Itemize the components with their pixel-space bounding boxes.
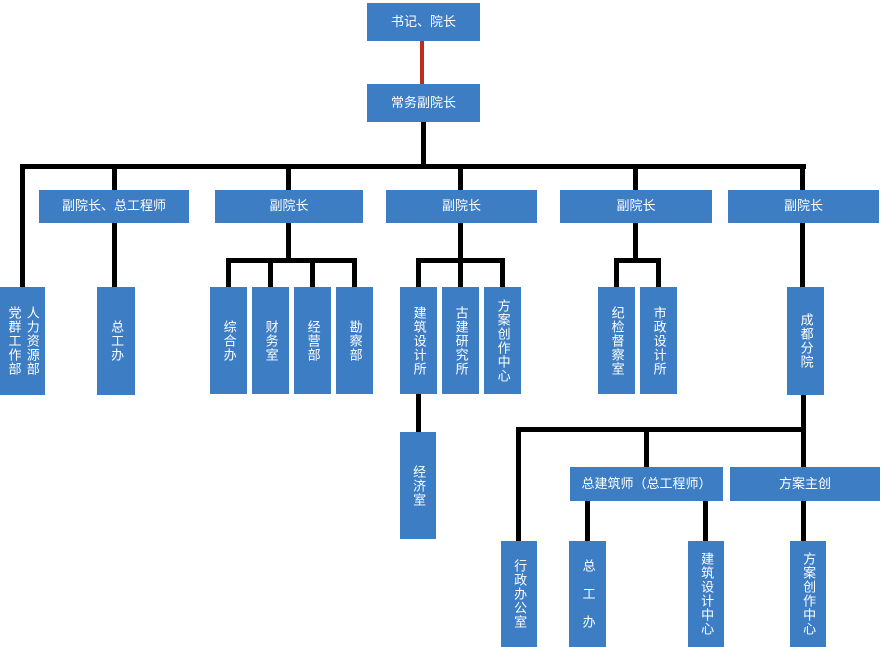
chief-architect-label: 总建筑师（总工程师） xyxy=(581,475,712,491)
edge-to-chengdu-branch xyxy=(800,223,805,287)
chief-engineer-office-label: 总工办 xyxy=(109,320,125,362)
edge-secretary-to-executive xyxy=(420,41,424,84)
executive-vice-dean-label: 常务副院长 xyxy=(390,94,456,110)
discipline-inspection-office-label: 纪检督察室 xyxy=(609,305,625,376)
drop-scheme-creation-chengdu xyxy=(801,501,806,541)
municipal-design-institute-box: 市政设计所 xyxy=(640,287,677,394)
drop-party-mass-hr xyxy=(20,167,25,287)
secretary-dean-label: 书记、院长 xyxy=(390,13,456,29)
architectural-design-center-label: 建筑设计中心 xyxy=(699,552,715,636)
admin-office-label: 行政办公室 xyxy=(512,559,528,629)
edge-executive-trunk xyxy=(421,120,426,166)
vice-dean-4-box: 副院长 xyxy=(728,190,879,223)
vice-dean-1-box: 副院长 xyxy=(215,190,363,223)
trunk-vice-dean-1 xyxy=(286,223,291,262)
drop-ancient-arch-institute xyxy=(458,261,463,287)
chief-engineer-office-box: 总工办 xyxy=(97,287,135,395)
drop-general-office xyxy=(226,261,231,287)
scheme-creation-center-chengdu-label: 方案创作中心 xyxy=(801,552,817,636)
drop-vice-dean-2 xyxy=(458,167,463,190)
branch-bar-vice-dean-2 xyxy=(416,258,505,263)
branch-bar-chengdu xyxy=(516,427,806,432)
chengdu-branch-box: 成都分院 xyxy=(787,287,824,395)
vice-dean-chief-engineer-label: 副院长、总工程师 xyxy=(61,198,166,214)
chengdu-branch-label: 成都分院 xyxy=(798,313,814,369)
drop-arch-design-institute xyxy=(416,261,421,287)
municipal-design-institute-label: 市政设计所 xyxy=(651,305,667,376)
secretary-dean-box: 书记、院长 xyxy=(367,3,480,41)
drop-municipal-design xyxy=(656,261,661,287)
discipline-inspection-office-box: 纪检督察室 xyxy=(598,287,635,394)
vice-dean-4-label: 副院长 xyxy=(783,198,823,214)
ancient-architecture-institute-box: 古建研究所 xyxy=(442,287,479,394)
ancient-architecture-institute-label: 古建研究所 xyxy=(453,305,469,376)
vice-dean-2-box: 副院长 xyxy=(386,190,537,223)
finance-office-box: 财务室 xyxy=(252,287,289,394)
trunk-vice-dean-3 xyxy=(633,223,638,262)
branch-bar-vice-dean-3 xyxy=(614,258,661,263)
finance-office-label: 财务室 xyxy=(263,319,279,362)
drop-discipline-inspection xyxy=(614,261,619,287)
party-mass-hr-dept-label: 党群工作部 人力资源部 xyxy=(6,306,40,376)
general-office-box: 综合办 xyxy=(210,287,247,394)
scheme-creation-center-chengdu-box: 方案创作中心 xyxy=(790,541,826,647)
drop-vice-dean-1 xyxy=(286,167,291,190)
economics-office-label: 经济室 xyxy=(411,464,427,507)
chief-architect-box: 总建筑师（总工程师） xyxy=(570,467,723,501)
drop-scheme-creation-center xyxy=(500,261,505,287)
architectural-design-institute-label: 建筑设计所 xyxy=(411,305,427,376)
scheme-creation-center-label: 方案创作中心 xyxy=(495,298,511,383)
drop-chief-eng-chengdu xyxy=(585,501,590,541)
trunk-chengdu-branch xyxy=(801,395,806,429)
drop-admin-office xyxy=(516,430,521,541)
drop-chief-architect xyxy=(644,430,649,467)
vice-dean-3-box: 副院长 xyxy=(560,190,712,223)
architectural-design-institute-box: 建筑设计所 xyxy=(400,287,437,394)
survey-dept-label: 勘察部 xyxy=(347,319,363,362)
drop-arch-design-center xyxy=(703,501,708,541)
drop-vice-dean-chief-eng xyxy=(112,167,117,190)
drop-operations-dept xyxy=(310,261,315,287)
executive-vice-dean-box: 常务副院长 xyxy=(367,84,480,122)
economics-office-box: 经济室 xyxy=(400,432,436,539)
general-office-label: 综合办 xyxy=(221,319,237,362)
main-branch-bar xyxy=(20,164,806,169)
scheme-creation-center-box: 方案创作中心 xyxy=(484,287,521,394)
vice-dean-1-label: 副院长 xyxy=(269,198,309,214)
survey-dept-box: 勘察部 xyxy=(336,287,373,394)
vice-dean-3-label: 副院长 xyxy=(616,198,656,214)
edge-to-economics-office xyxy=(416,394,421,432)
drop-finance-office xyxy=(268,261,273,287)
operations-dept-label: 经营部 xyxy=(305,319,321,362)
architectural-design-center-box: 建筑设计中心 xyxy=(688,541,724,647)
drop-vice-dean-3 xyxy=(633,167,638,190)
branch-bar-vice-dean-1 xyxy=(226,258,357,263)
drop-survey-dept xyxy=(352,261,357,287)
trunk-vice-dean-2 xyxy=(458,223,463,262)
scheme-lead-label: 方案主创 xyxy=(778,475,831,491)
chief-engineer-office-chengdu-label: 总 工 办 xyxy=(580,559,596,629)
admin-office-box: 行政办公室 xyxy=(501,541,537,647)
chief-engineer-office-chengdu-box: 总 工 办 xyxy=(569,541,606,647)
drop-scheme-lead xyxy=(801,430,806,467)
scheme-lead-box: 方案主创 xyxy=(730,467,880,501)
drop-vice-dean-4 xyxy=(800,167,805,190)
operations-dept-box: 经营部 xyxy=(294,287,331,394)
vice-dean-chief-engineer-box: 副院长、总工程师 xyxy=(39,190,189,223)
party-mass-hr-dept-box: 党群工作部 人力资源部 xyxy=(0,287,45,395)
edge-to-chief-eng-office xyxy=(112,223,117,287)
vice-dean-2-label: 副院长 xyxy=(441,198,481,214)
